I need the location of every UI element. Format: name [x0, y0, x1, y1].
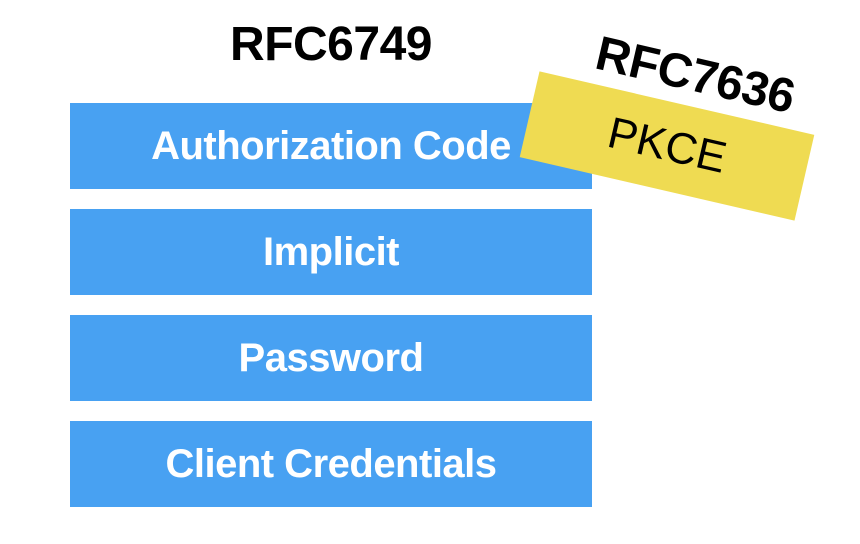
pkce-sticker-label: PKCE	[603, 108, 731, 183]
rfc6749-title: RFC6749	[230, 18, 432, 71]
bar-implicit: Implicit	[70, 209, 592, 295]
bar-label-password: Password	[238, 335, 424, 380]
bar-password: Password	[70, 315, 592, 401]
bar-label-authorization-code: Authorization Code	[151, 123, 511, 168]
bar-label-implicit: Implicit	[262, 229, 400, 274]
bar-authorization-code: Authorization Code	[70, 103, 592, 189]
bar-client-credentials: Client Credentials	[70, 421, 592, 507]
bar-label-client-credentials: Client Credentials	[165, 441, 497, 486]
